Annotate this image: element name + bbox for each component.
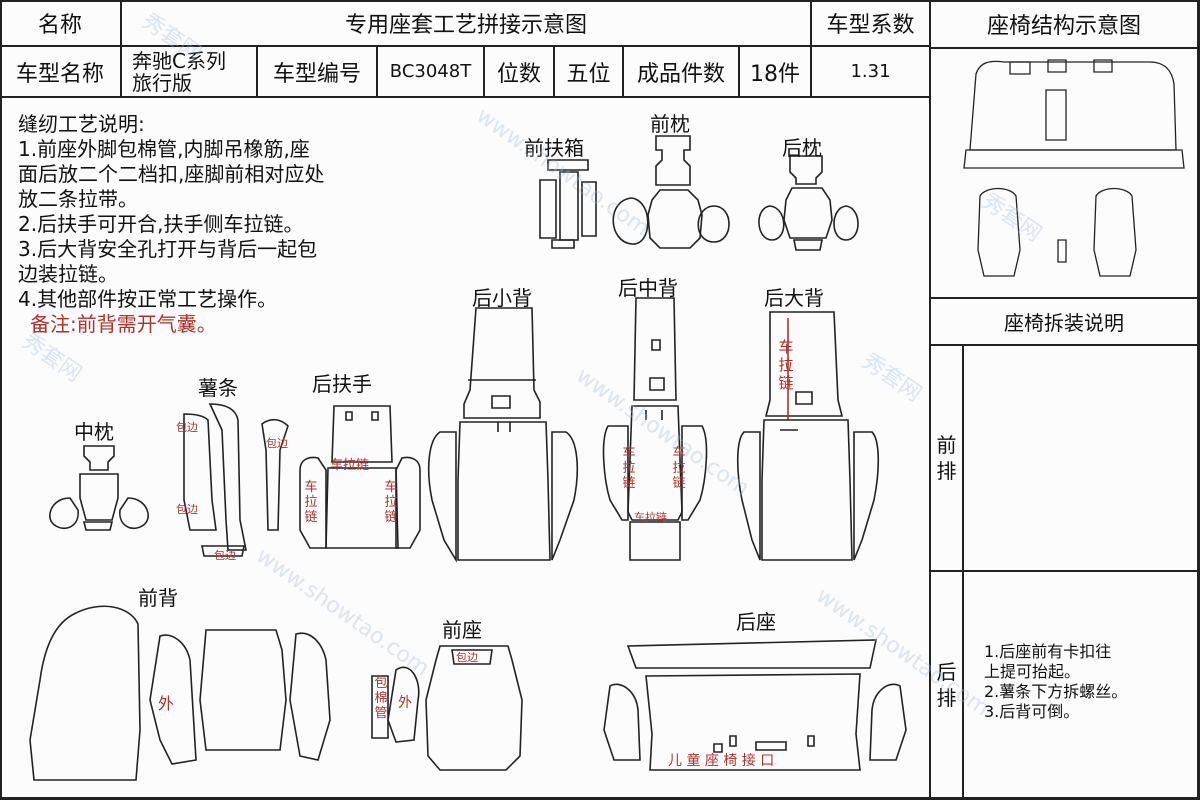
notes-line: 放二条拉带。 [18, 187, 138, 211]
front-back-pieces [29, 605, 331, 781]
rear-note-line: 1.后座前有卡扣往 [984, 642, 1112, 661]
col-line-code [376, 47, 378, 97]
notes-line: 4.其他部件按正常工艺操作。 [18, 287, 278, 311]
mark-zip-armrest-right: 车拉链 [384, 480, 398, 525]
notes-line: 1.前座外脚包棉管,内脚吊橡筋,座 [18, 137, 310, 161]
coef-label: 车型系数 [826, 12, 915, 38]
border-left [0, 0, 2, 800]
rear-small-back-pieces [427, 307, 579, 563]
mark-zip-mid-left: 车拉链 [622, 446, 636, 491]
col-line-right [929, 0, 931, 800]
mark-outer-seat: 外 [398, 695, 412, 711]
front-armrest-box-pieces [539, 159, 597, 249]
col-line-name [120, 0, 122, 97]
model-name-line2: 旅行版 [132, 70, 192, 95]
model-name-line1: 奔驰C系列 [132, 48, 226, 73]
right-row-line-1 [930, 47, 1200, 49]
front-pillow-pieces [612, 135, 730, 249]
label-front-armrest-box: 前扶箱 [524, 136, 584, 160]
label-rear-pillow: 后枕 [782, 136, 822, 160]
front-row-label: 前排 [936, 433, 957, 483]
notes-remark: 备注:前背需开气囊。 [30, 312, 217, 336]
pieces-label: 成品件数 [636, 61, 725, 87]
border-top [0, 0, 1200, 2]
col-line-title [810, 0, 812, 97]
label-front-seat: 前座 [442, 618, 482, 642]
mark-zip-armrest-top: 车拉链 [330, 458, 370, 473]
col-line-code-label [256, 47, 258, 97]
mark-zip-big: 车拉链 [778, 338, 794, 392]
right-row-line-4 [930, 570, 1200, 572]
front-seat-pieces [371, 645, 523, 771]
mark-zip-armrest-left: 车拉链 [304, 480, 318, 525]
name-label: 名称 [37, 12, 82, 38]
seats-label: 位数 [496, 61, 541, 87]
mark-mid-bottom: 车拉链 [634, 511, 667, 524]
col-line-row-label [962, 346, 964, 798]
dismantle-title: 座椅拆装说明 [1004, 311, 1124, 335]
rear-note-line: 上提可抬起。 [984, 662, 1081, 681]
pieces-value: 18件 [750, 61, 800, 87]
mark-edge: 包边 [214, 549, 236, 562]
col-line-seats-label [483, 47, 485, 97]
model-code-label: 车型编号 [272, 61, 361, 87]
notes-title: 缝纫工艺说明: [18, 112, 145, 136]
model-name-value: 奔驰C系列 旅行版 [122, 47, 256, 96]
mark-edge: 包边 [176, 503, 198, 516]
label-rear-armrest: 后扶手 [312, 372, 372, 396]
coef-value: 1.31 [850, 61, 891, 82]
model-code-value: BC3048T [389, 61, 472, 82]
rear-middle-back-pieces [602, 297, 708, 561]
notes-line: 3.后大背安全孔打开与背后一起包 [18, 237, 318, 261]
model-name-label: 车型名称 [15, 61, 104, 87]
rear-seat-pieces [603, 639, 907, 771]
right-row-line-3 [930, 344, 1200, 346]
border-right [1197, 0, 1200, 800]
col-line-seats [553, 47, 555, 97]
notes-line: 边装拉链。 [18, 262, 118, 286]
seat-structure-sketch [963, 59, 1185, 277]
sheet-title: 专用座套工艺拼接示意图 [344, 12, 587, 38]
mark-zip-mid-right: 车拉链 [672, 446, 686, 491]
label-rear-seat: 后座 [736, 610, 776, 634]
structure-label: 座椅结构示意图 [986, 13, 1141, 39]
label-front-pillow: 前枕 [650, 112, 690, 136]
col-line-pieces-label [622, 47, 624, 97]
mark-child-port: 儿 童 座 椅 接 口 [668, 753, 775, 769]
border-bottom [0, 797, 1200, 800]
rear-note-line: 2.薯条下方拆螺丝。 [984, 682, 1128, 701]
row-line-2 [0, 96, 930, 98]
mark-outer-back: 外 [158, 694, 175, 713]
rear-big-back-pieces [736, 311, 880, 561]
rear-row-notes: 1.后座前有卡扣往 上提可抬起。 2.薯条下方拆螺丝。 3.后背可倒。 [984, 642, 1194, 722]
label-front-back: 前背 [138, 586, 178, 610]
mark-seat-edge: 包边 [456, 651, 478, 664]
middle-pillow-pieces [49, 445, 149, 531]
rear-pillow-pieces [758, 155, 859, 251]
strip-pieces [183, 403, 289, 557]
mark-edge: 包边 [266, 437, 288, 450]
mark-cotton-tube: 包棉管 [374, 676, 388, 721]
rear-row-label: 后排 [936, 659, 957, 710]
notes-line: 面后放二个二档扣,座脚前相对应处 [18, 162, 325, 186]
label-strip: 薯条 [198, 376, 238, 400]
row-line-1 [0, 45, 930, 47]
mark-edge: 包边 [176, 421, 198, 434]
rear-note-line: 3.后背可倒。 [984, 702, 1080, 721]
col-line-pieces [738, 47, 740, 97]
notes-line: 2.后扶手可开合,扶手侧车拉链。 [18, 212, 304, 236]
rear-armrest-pieces [299, 405, 421, 549]
right-row-line-2 [930, 297, 1200, 299]
label-middle-pillow: 中枕 [74, 420, 114, 444]
label-rear-middle-back: 后中背 [618, 276, 678, 300]
seats-value: 五位 [566, 61, 611, 87]
label-rear-small-back: 后小背 [472, 286, 532, 310]
sewing-notes: 缝纫工艺说明: 1.前座外脚包棉管,内脚吊橡筋,座 面后放二个二档扣,座脚前相对… [18, 112, 438, 337]
label-rear-big-back: 后大背 [764, 286, 824, 310]
